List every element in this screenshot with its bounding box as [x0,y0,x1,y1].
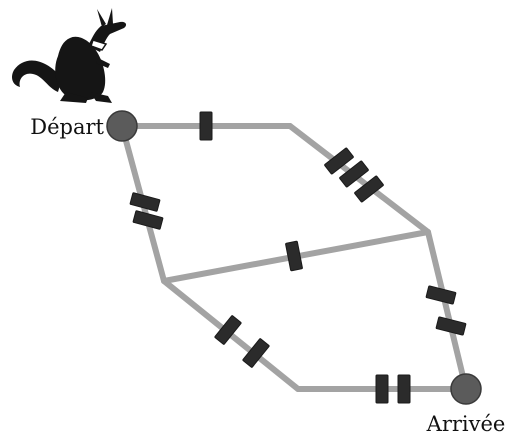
obstacle-diagonal-2 [339,160,369,188]
obstacle-middle-1 [285,240,303,272]
obstacles [129,111,467,404]
obstacle-bottom-1 [375,374,389,404]
obstacle-left-2 [132,210,164,230]
obstacle-diagonal-3 [354,175,384,203]
start-node: Départ [30,110,138,142]
end-node: Arrivée [426,373,506,436]
obstacle-lower-left-1 [214,315,242,345]
obstacle-left-1 [129,192,161,212]
edge-top-right [287,123,431,235]
obstacle-right-2 [435,316,467,336]
start-label: Départ [30,115,104,139]
obstacle-bottom-2 [397,374,411,404]
obstacle-top-1 [199,111,213,141]
obstacle-lower-left-2 [242,338,270,368]
obstacle-right-1 [425,285,457,305]
end-label: Arrivée [426,412,506,436]
obstacle-diagonal-1 [324,147,354,175]
edge-right-end [425,229,469,392]
kangaroo-icon [12,8,127,103]
